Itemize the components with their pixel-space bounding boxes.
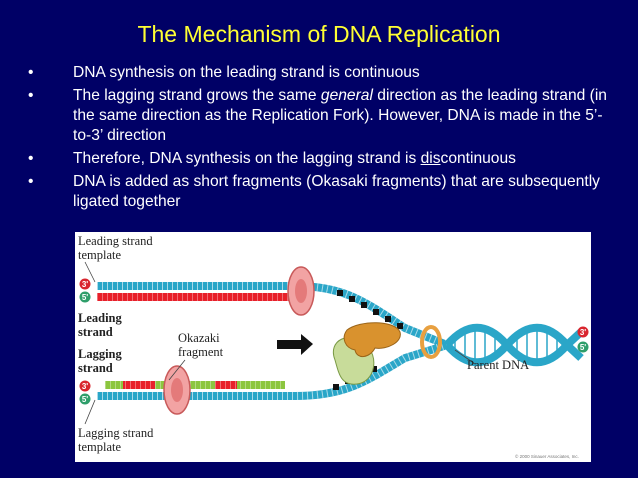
bullet-text: The lagging strand grows the same [73, 87, 321, 104]
topoisomerase-ring [420, 325, 442, 359]
bullet-text: direction as the leading strand (in the … [73, 87, 607, 144]
svg-text:3': 3' [580, 328, 586, 337]
label-leading-strand-line2: strand [78, 325, 113, 339]
label-lagging-strand-line1: Lagging [78, 347, 123, 361]
bullet-emphasis: general [320, 87, 373, 104]
end-marker-right-5: 5' [577, 341, 589, 353]
label-okazaki-line2: fragment [178, 345, 224, 359]
bullet-text: DNA synthesis on the leading strand is c… [73, 64, 420, 81]
bullet-underline: dis [420, 150, 441, 167]
bullet-marker: • [28, 87, 34, 104]
bullet-marker: • [28, 173, 34, 190]
figure-copyright: © 2000 Sinauer Associates, Inc. [515, 453, 579, 459]
direction-arrow [277, 334, 313, 355]
end-marker-top-3: 3' [79, 278, 91, 290]
label-leading-strand-line1: Leading [78, 311, 123, 325]
label-lagging-template-line2: template [78, 440, 121, 454]
bullet-item: • DNA is added as short fragments (Okasa… [28, 172, 618, 212]
label-leaders [84, 261, 476, 425]
label-lagging-template-line1: Lagging strand [78, 426, 154, 440]
end-marker-bottom-3: 3' [79, 380, 91, 392]
bullet-text: DNA is added as short fragments (Okasaki… [73, 173, 600, 210]
svg-text:5': 5' [82, 293, 88, 302]
bullet-text: continuous [440, 150, 516, 167]
bullet-list: • DNA synthesis on the leading strand is… [28, 63, 618, 215]
bullet-item: • The lagging strand grows the same gene… [28, 86, 618, 146]
svg-text:5': 5' [82, 395, 88, 404]
end-marker-right-3: 3' [577, 326, 589, 338]
label-leading-template-line2: template [78, 248, 121, 262]
end-marker-bottom-5: 5' [79, 393, 91, 405]
parent-dna-helix [443, 323, 584, 367]
svg-text:3': 3' [82, 280, 88, 289]
svg-text:3': 3' [82, 382, 88, 391]
helicase-protein [343, 322, 401, 357]
svg-text:5': 5' [580, 343, 586, 352]
polymerase-leading [287, 266, 315, 316]
bullet-marker: • [28, 150, 34, 167]
bullet-item: • Therefore, DNA synthesis on the laggin… [28, 149, 618, 169]
polymerase-lagging [163, 365, 191, 415]
label-leading-template-line1: Leading strand [78, 234, 153, 248]
label-lagging-strand-line2: strand [78, 361, 113, 375]
bullet-marker: • [28, 64, 34, 81]
lagging-strand-template [97, 341, 449, 400]
slide-title: The Mechanism of DNA Replication [137, 21, 501, 47]
bullet-item: • DNA synthesis on the leading strand is… [28, 63, 618, 83]
label-parent-dna: Parent DNA [467, 358, 529, 372]
label-okazaki-line1: Okazaki [178, 331, 220, 345]
replication-fork-figure: 3' 5' 3' 5' 3' 5' Leading strand templat… [75, 232, 591, 462]
replication-fork-diagram: 3' 5' 3' 5' 3' 5' Leading strand templat… [78, 234, 589, 459]
bullet-text: Therefore, DNA synthesis on the lagging … [73, 150, 421, 167]
end-marker-top-5: 5' [79, 291, 91, 303]
